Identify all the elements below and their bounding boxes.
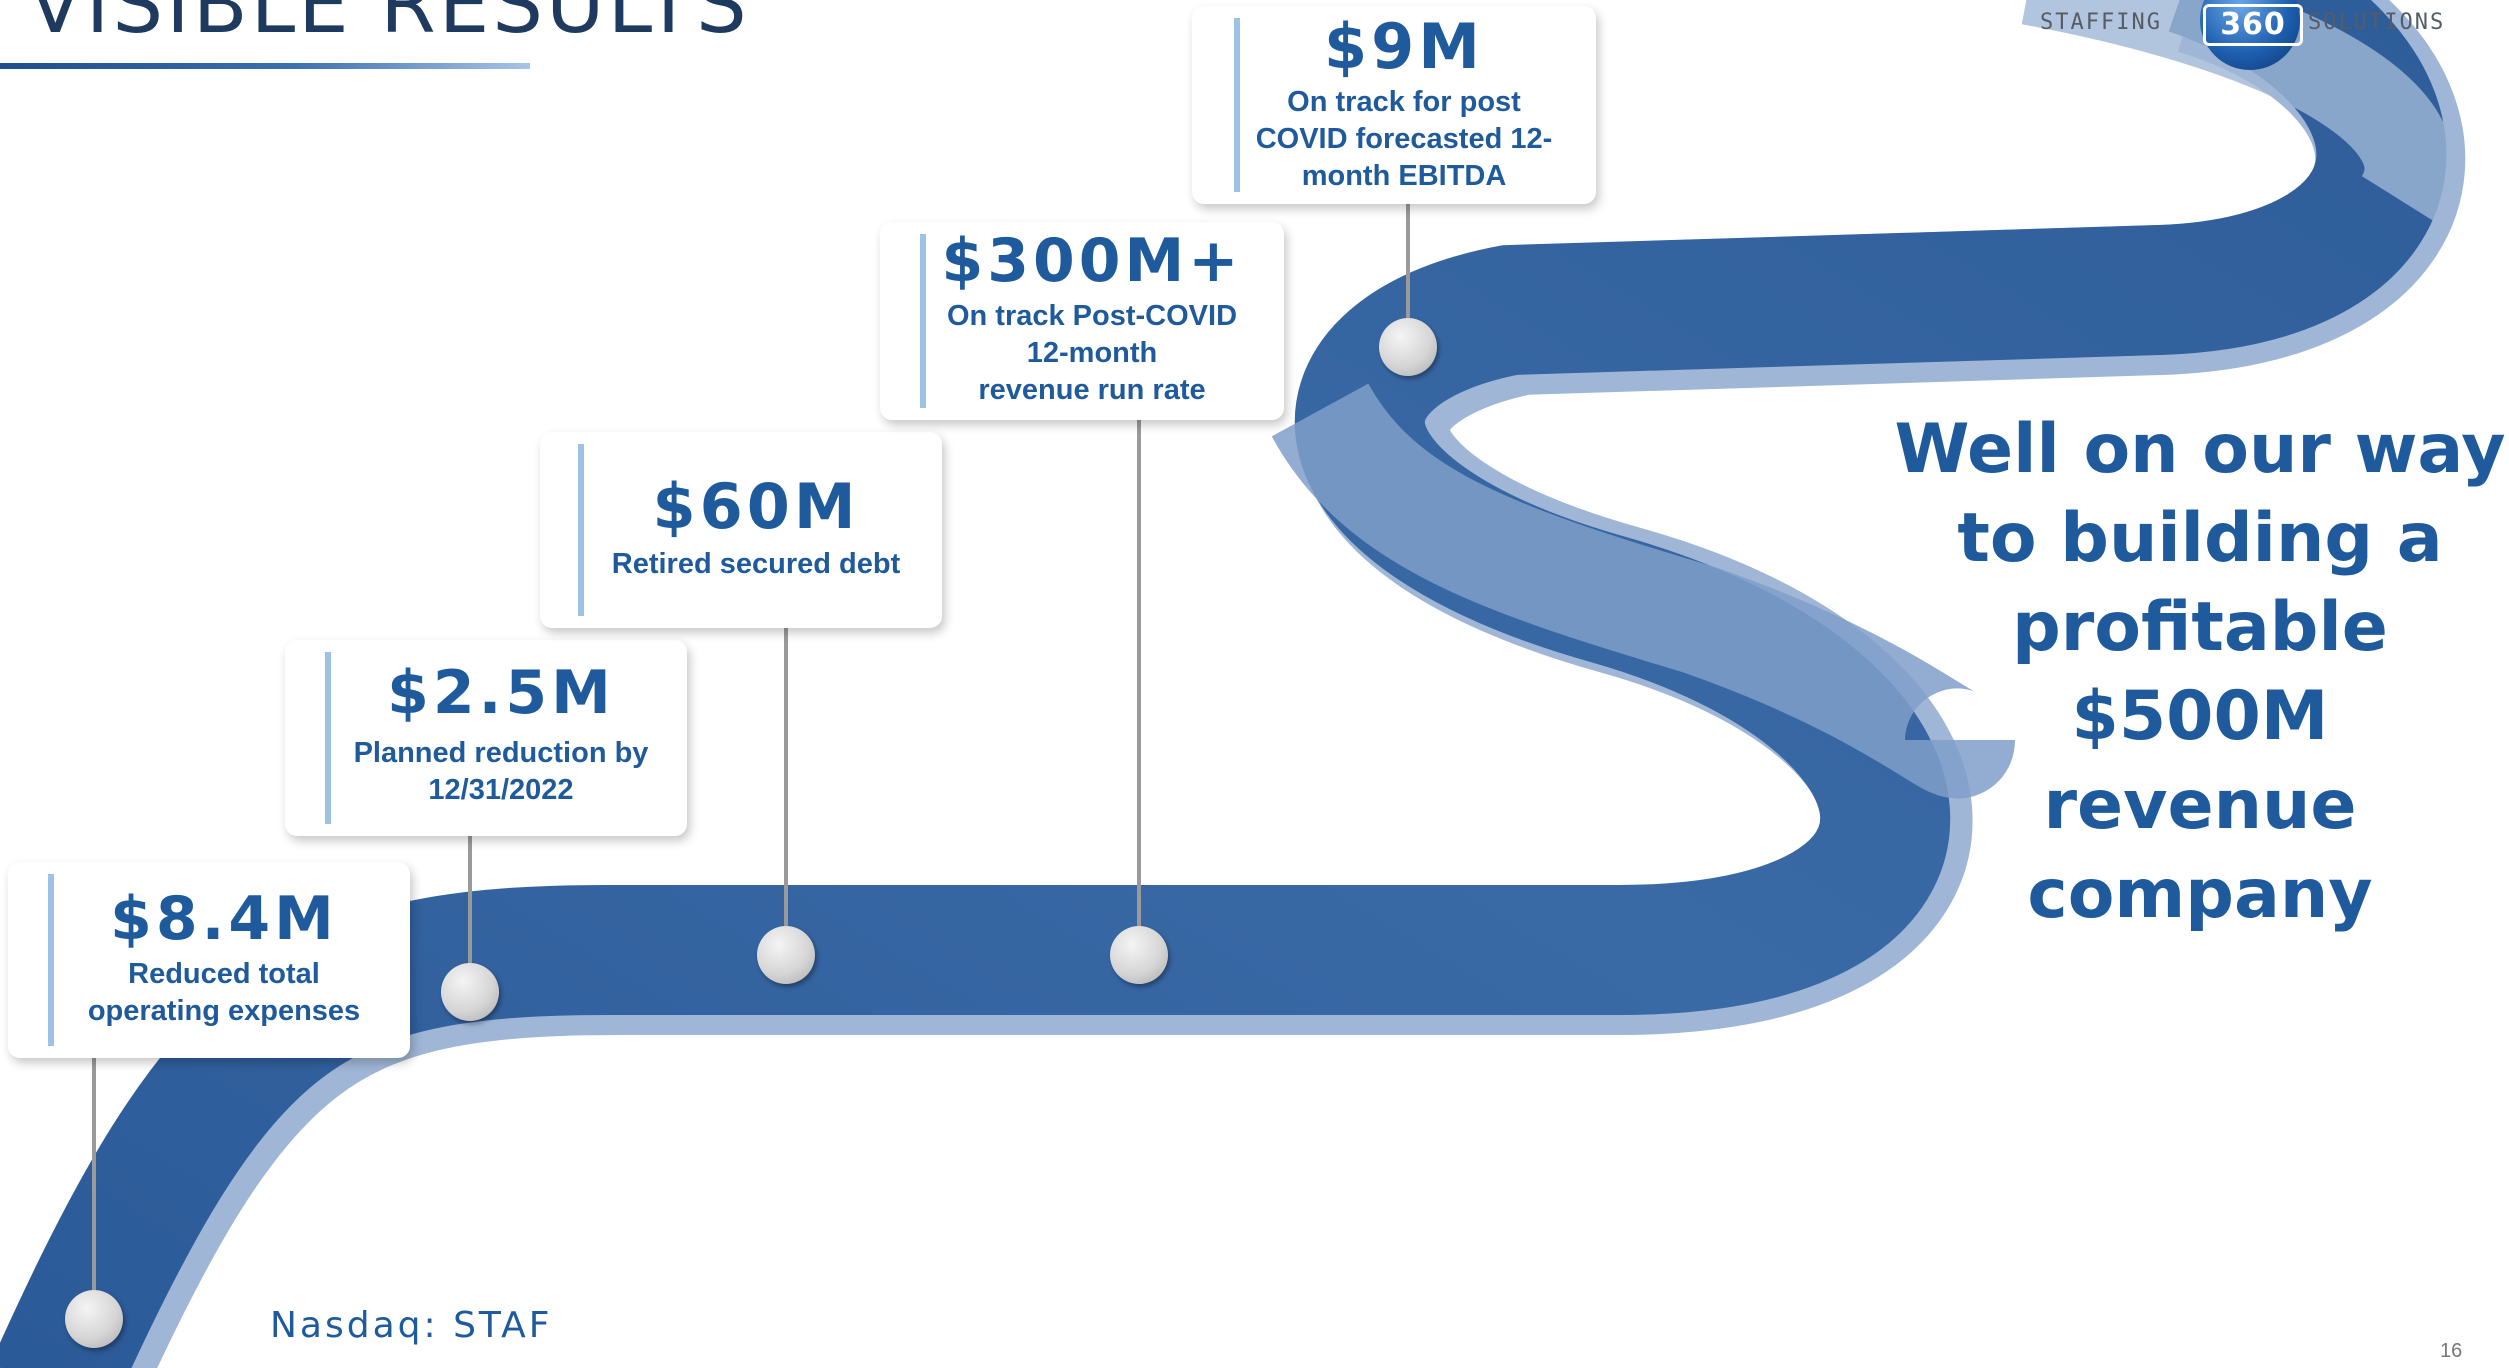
milestone-card: $9M On track for post COVID forecasted 1… [1192,6,1596,204]
card-accent-bar [1234,18,1240,192]
tagline-line: company [2027,855,2373,934]
milestone-desc-line: 12-month [1026,337,1158,369]
milestone-desc-line: operating expenses [87,995,361,1027]
milestone-value: $60M [652,470,860,543]
tagline-line: $500M [2071,677,2329,756]
milestone-pin [468,836,472,976]
milestone-marker [757,926,815,984]
milestone-desc-line: Planned reduction by [353,737,649,769]
milestone-desc-line: month EBITDA [1301,160,1507,192]
milestone-value: $8.4M [110,884,338,954]
milestone-card: $300M+ On track Post-COVID 12-month reve… [880,222,1284,420]
milestone-desc-line: Retired secured debt [611,548,901,580]
milestone-pin [92,1058,96,1320]
stock-ticker: Nasdaq: STAF [270,1305,553,1346]
page-number: 16 [2440,1340,2463,1362]
milestone-pin [784,628,788,938]
card-accent-bar [920,234,926,408]
milestone-card: $2.5M Planned reduction by 12/31/2022 [285,640,687,836]
slide-title: VISIBLE RESULTS [28,0,750,51]
milestone-marker [65,1290,123,1348]
card-accent-bar [48,874,54,1046]
milestone-pin [1137,420,1141,938]
milestone-value: $300M+ [941,226,1243,296]
tagline-line: revenue [2043,766,2357,845]
milestone-marker [441,963,499,1021]
milestone-value: $2.5M [387,658,615,728]
milestone-pin [1406,204,1410,344]
card-accent-bar [578,444,584,616]
milestone-desc-line: revenue run rate [978,374,1206,406]
milestone-desc-line: COVID forecasted 12- [1255,123,1553,155]
tagline-line: Well on our way [1894,410,2506,489]
milestone-desc-line: On track Post-COVID [946,300,1238,332]
milestone-desc-line: On track for post [1287,86,1521,118]
milestone-card: $8.4M Reduced total operating expenses [8,862,410,1058]
tagline-line: profitable [2012,588,2388,667]
tagline-line: to building a [1957,499,2443,578]
card-accent-bar [325,652,331,824]
title-underline [0,63,530,69]
logo-number: 360 [2203,4,2303,46]
logo-word-right: SOLUTIONS [2308,10,2446,35]
milestone-card: $60M Retired secured debt [540,432,942,628]
milestone-marker [1110,926,1168,984]
milestone-desc-line: Reduced total [128,958,320,990]
logo-word-left: STAFFING [2040,10,2162,35]
company-logo: STAFFING 360 SOLUTIONS [2040,0,2490,70]
milestone-desc-line: 12/31/2022 [428,774,574,806]
milestone-marker [1379,318,1437,376]
milestone-value: $9M [1324,10,1484,83]
tagline: Well on our way to building a profitable… [1880,405,2509,939]
